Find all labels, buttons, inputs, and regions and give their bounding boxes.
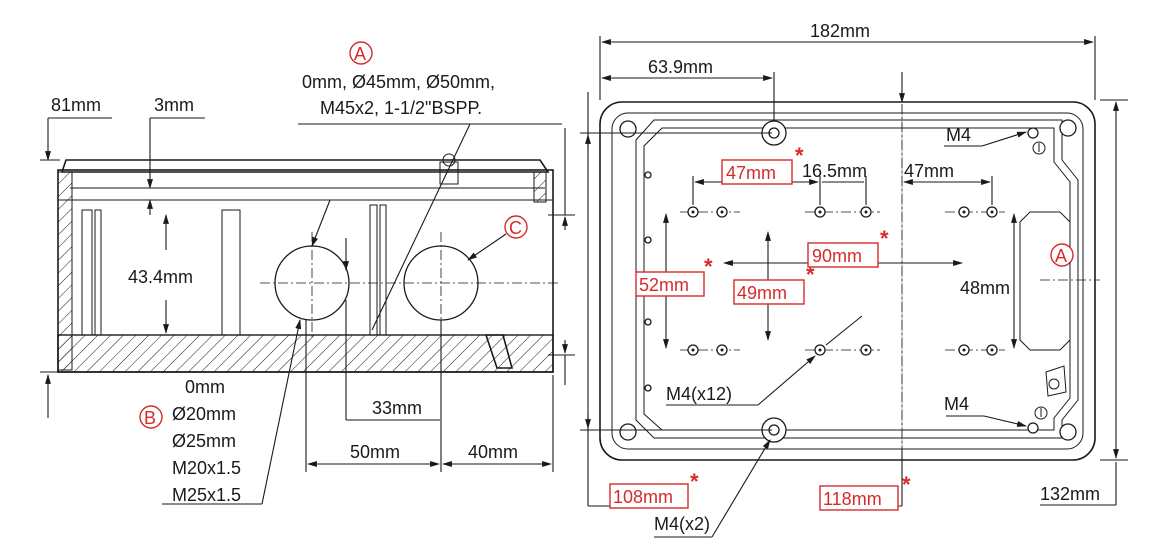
callout-a-side-line1: 0mm, Ø45mm, Ø50mm, [302, 72, 495, 92]
dim-108mm: 108mm [613, 487, 673, 507]
dim-40mm: 40mm [468, 442, 518, 462]
corner-hole-bl [619, 423, 637, 441]
callout-b-line4: M25x1.5 [172, 485, 241, 505]
corner-hole-tr [1059, 119, 1077, 137]
dim-63-9mm: 63.9mm [648, 57, 713, 77]
star-108mm: * [690, 469, 699, 494]
label-m4-bottom: M4 [944, 394, 969, 414]
callout-a-side-letter: A [354, 44, 366, 64]
dim-132mm: 132mm [1040, 484, 1100, 504]
dim-48mm: 48mm [960, 278, 1010, 298]
star-52mm: * [704, 254, 713, 279]
star-47mm: * [795, 143, 804, 168]
callout-a-top-letter: A [1055, 246, 1067, 266]
dim-81mm: 81mm [51, 95, 101, 115]
star-90mm: * [880, 226, 889, 251]
dim-47mm-top-left: 47mm [726, 163, 776, 183]
dim-3mm: 3mm [154, 95, 194, 115]
callout-c-circle [504, 215, 528, 239]
enclosure-top-outer [599, 101, 1096, 461]
top-view: 182mm 63.9mm 47mm * 16.5mm 47mm 90mm * 5… [580, 21, 1128, 538]
label-m4x12: M4(x12) [666, 384, 732, 404]
m4-hole-grid [680, 206, 1005, 356]
star-118mm: * [902, 472, 911, 497]
callout-b-line3: M20x1.5 [172, 458, 241, 478]
dim-118mm: 118mm [823, 489, 882, 509]
callout-b-line1: Ø20mm [172, 404, 236, 424]
corner-hole-tl [619, 120, 637, 138]
corner-hole-br [1059, 423, 1077, 441]
side-view: 81mm 3mm 43.4mm 33mm 50mm 40mm A 0mm, Ø4… [40, 41, 575, 505]
callout-b-line2: Ø25mm [172, 431, 236, 451]
dim-47mm-top-right: 47mm [904, 161, 954, 181]
side-right-hatch [533, 171, 547, 203]
star-49mm: * [806, 262, 815, 287]
dim-49mm: 49mm [737, 283, 787, 303]
callout-a-side-line2: M45x2, 1-1/2"BSPP. [320, 98, 482, 118]
callout-b-letter: B [144, 408, 156, 428]
dim-43-4mm: 43.4mm [128, 267, 193, 287]
dim-16-5mm: 16.5mm [802, 161, 867, 181]
dim-33mm: 33mm [372, 398, 422, 418]
label-m4x2: M4(x2) [654, 514, 710, 534]
enclosure-side-lid [60, 159, 550, 173]
callout-c-letter: C [509, 218, 522, 238]
dim-52mm: 52mm [639, 275, 689, 295]
dim-182mm: 182mm [810, 21, 870, 41]
dim-90mm: 90mm [812, 246, 862, 266]
callout-b-circle [139, 405, 163, 429]
dim-50mm: 50mm [350, 442, 400, 462]
callout-a-top-circle [1050, 243, 1074, 267]
callout-a-side-circle [349, 41, 373, 65]
label-m4-top: M4 [946, 125, 971, 145]
callout-b-line0: 0mm [185, 377, 225, 397]
